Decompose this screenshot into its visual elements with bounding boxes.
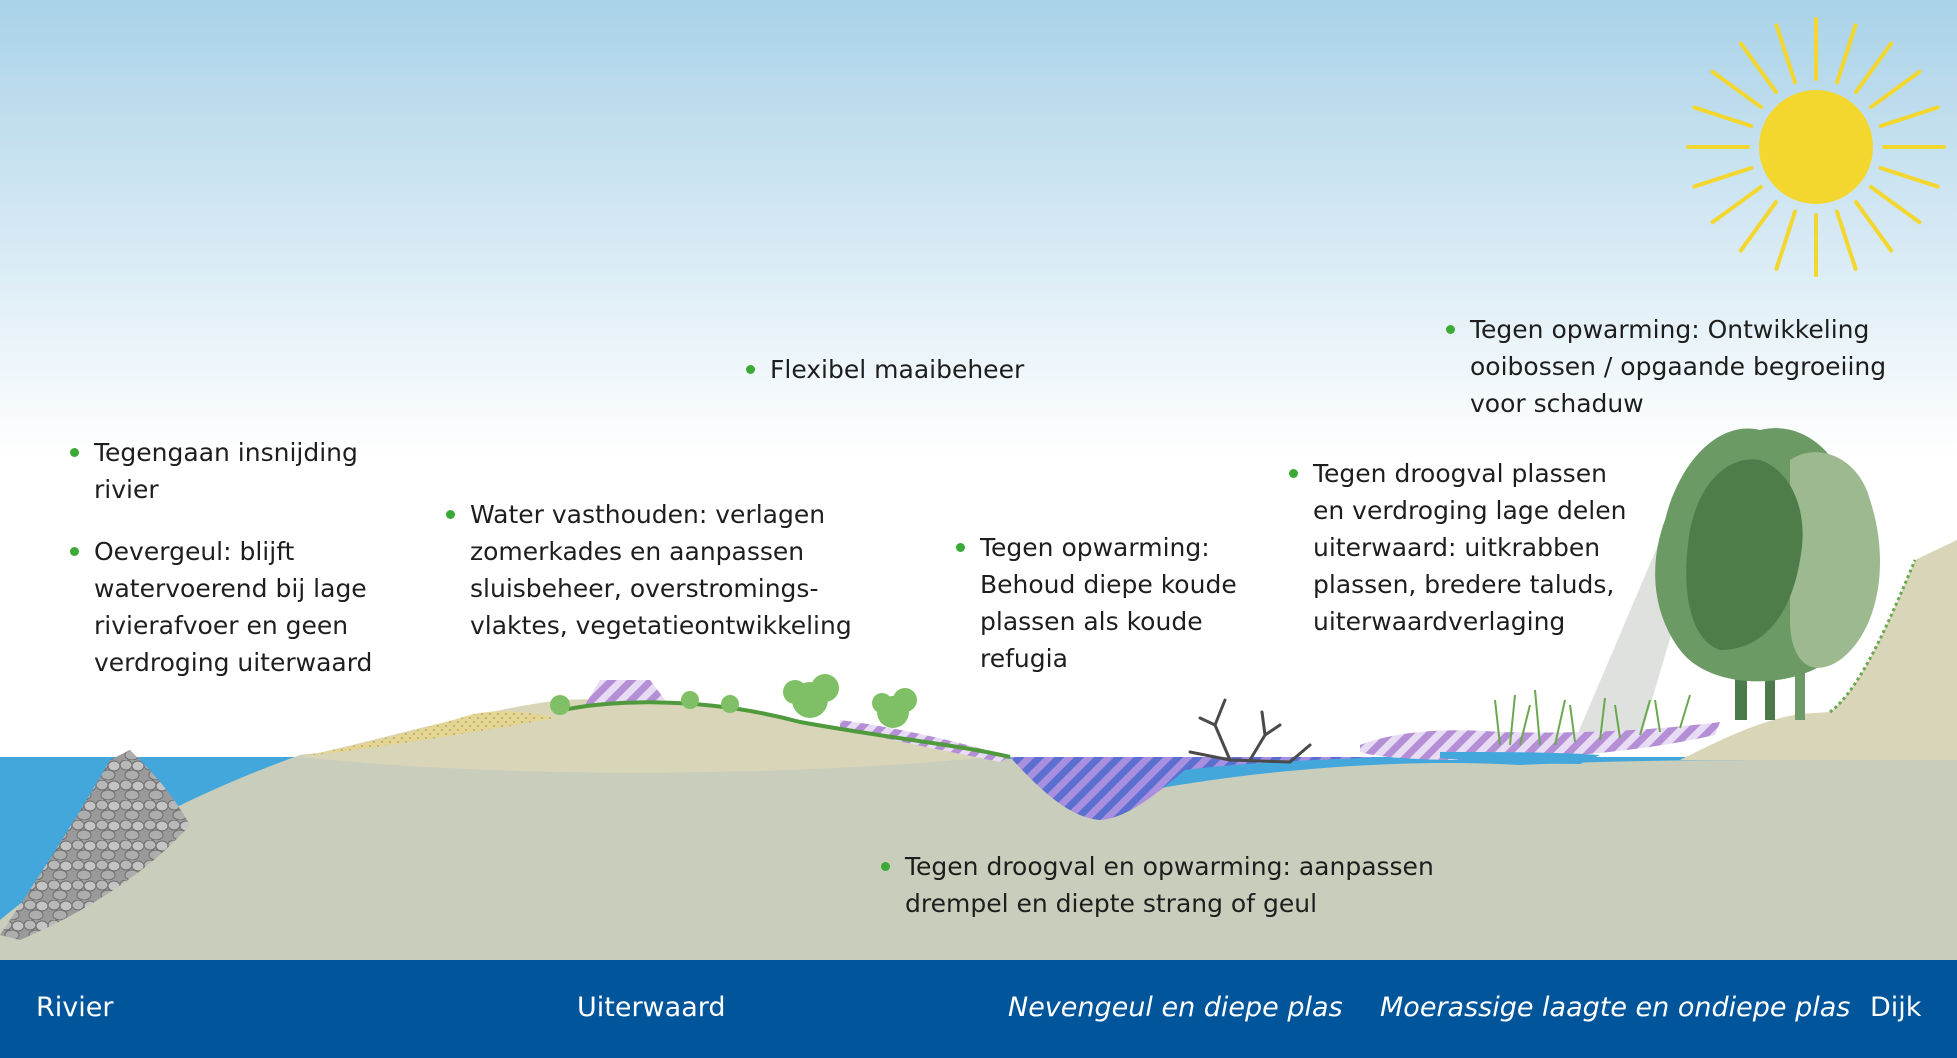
note-maaibeheer: Flexibel maaibeheer [746,351,1025,388]
note-line: uiterwaard: uitkrabben [1313,533,1601,562]
note-line: vlaktes, vegetatieontwikkeling [470,611,852,640]
sun-ray [1869,69,1922,110]
bullet-dot [881,862,890,871]
bullet-dot [746,365,755,374]
sun-ray [1878,166,1940,189]
note-line: sluisbeheer, overstromings- [470,574,819,603]
zone-label-moerassig: Moerassige laagte en ondiepe plas [1380,992,1851,1023]
sun-ray [1710,184,1763,225]
note-water-vasthouden: Water vasthouden: verlagen zomerkades en… [446,496,852,644]
note-line: ooibossen / opgaande begroeiing [1470,352,1887,381]
note-line: watervoerend bij lage [94,574,367,603]
zone-label-dijk: Dijk [1870,992,1922,1023]
sun-ray [1692,166,1754,189]
floodplain-scene [0,0,1957,960]
note-opwarming-plassen: Tegen opwarming: Behoud diepe koude plas… [956,529,1237,677]
note-line: Oevergeul: blijft [94,537,295,566]
note-line: uiterwaardverlaging [1313,607,1566,636]
note-line: Tegen droogval en opwarming: aanpassen [905,852,1434,881]
bullet-dot [446,510,455,519]
sun-ray [1710,69,1763,110]
sun-ray [1738,41,1779,94]
note-line: voor schaduw [1470,389,1644,418]
sun-ray [1738,200,1779,253]
note-oevergeul: Oevergeul: blijft watervoerend bij lage … [70,533,373,681]
note-line: rivierafvoer en geen [94,611,349,640]
note-insnijding: Tegengaan insnijding rivier [70,434,358,508]
sun-ray [1835,209,1858,271]
bullet-dot [70,547,79,556]
shrub-icon [550,674,917,728]
dike [1680,540,1957,760]
vegetation-line [554,700,1011,759]
tree-icon [1655,428,1880,720]
zone-label-uiterwaard: Uiterwaard [577,992,726,1023]
note-line: Tegen opwarming: [980,533,1210,562]
note-line: verdroging uiterwaard [94,648,373,677]
note-line: plassen, bredere taluds, [1313,570,1615,599]
note-droogval-drempel: Tegen droogval en opwarming: aanpassen d… [881,848,1434,922]
zone-label-rivier: Rivier [36,992,114,1023]
shallow-pool [1440,752,1600,764]
reed-icon [1494,689,1691,746]
note-line: Tegen opwarming: Ontwikkeling [1470,315,1870,344]
bullet-dot [1289,469,1298,478]
sun-ray [1774,23,1797,85]
bullet-dot [956,543,965,552]
note-line: Tegengaan insnijding [94,438,358,467]
subsoil [0,744,1957,960]
sun-ray [1853,200,1894,253]
sun-ray [1869,184,1922,225]
zone-bar [0,960,1957,1058]
sun-ray [1692,105,1754,128]
note-line: plassen als koude [980,607,1203,636]
note-line: zomerkades en aanpassen [470,537,805,566]
sun-ray [1878,105,1940,128]
sun-ray [1853,41,1894,94]
deep-pool [1010,757,1380,820]
dike-grass [1829,559,1917,714]
note-line: Tegen droogval plassen [1313,459,1607,488]
note-line: Flexibel maaibeheer [770,355,1025,384]
note-droogval-plassen: Tegen droogval plassen en verdroging lag… [1289,455,1627,640]
note-line: Behoud diepe koude [980,570,1237,599]
zone-label-nevengeul: Nevengeul en diepe plas [1008,992,1343,1023]
dead-tree-icon [1188,698,1312,764]
adjusted-kade [585,680,665,705]
bullet-dot [1446,325,1455,334]
sun-ray [1774,209,1797,271]
bullet-dot [70,448,79,457]
note-opwarming-ooibossen: Tegen opwarming: Ontwikkeling ooibossen … [1446,311,1887,422]
sun-icon [1686,17,1946,277]
note-line: en verdroging lage delen [1313,496,1627,525]
note-line: refugia [980,644,1068,673]
note-line: rivier [94,475,159,504]
riprap-icon [0,750,190,940]
sun-ray [1835,23,1858,85]
note-line: drempel en diepte strang of geul [905,889,1318,918]
note-line: Water vasthouden: verlagen [470,500,826,529]
sand-bank [300,711,555,757]
